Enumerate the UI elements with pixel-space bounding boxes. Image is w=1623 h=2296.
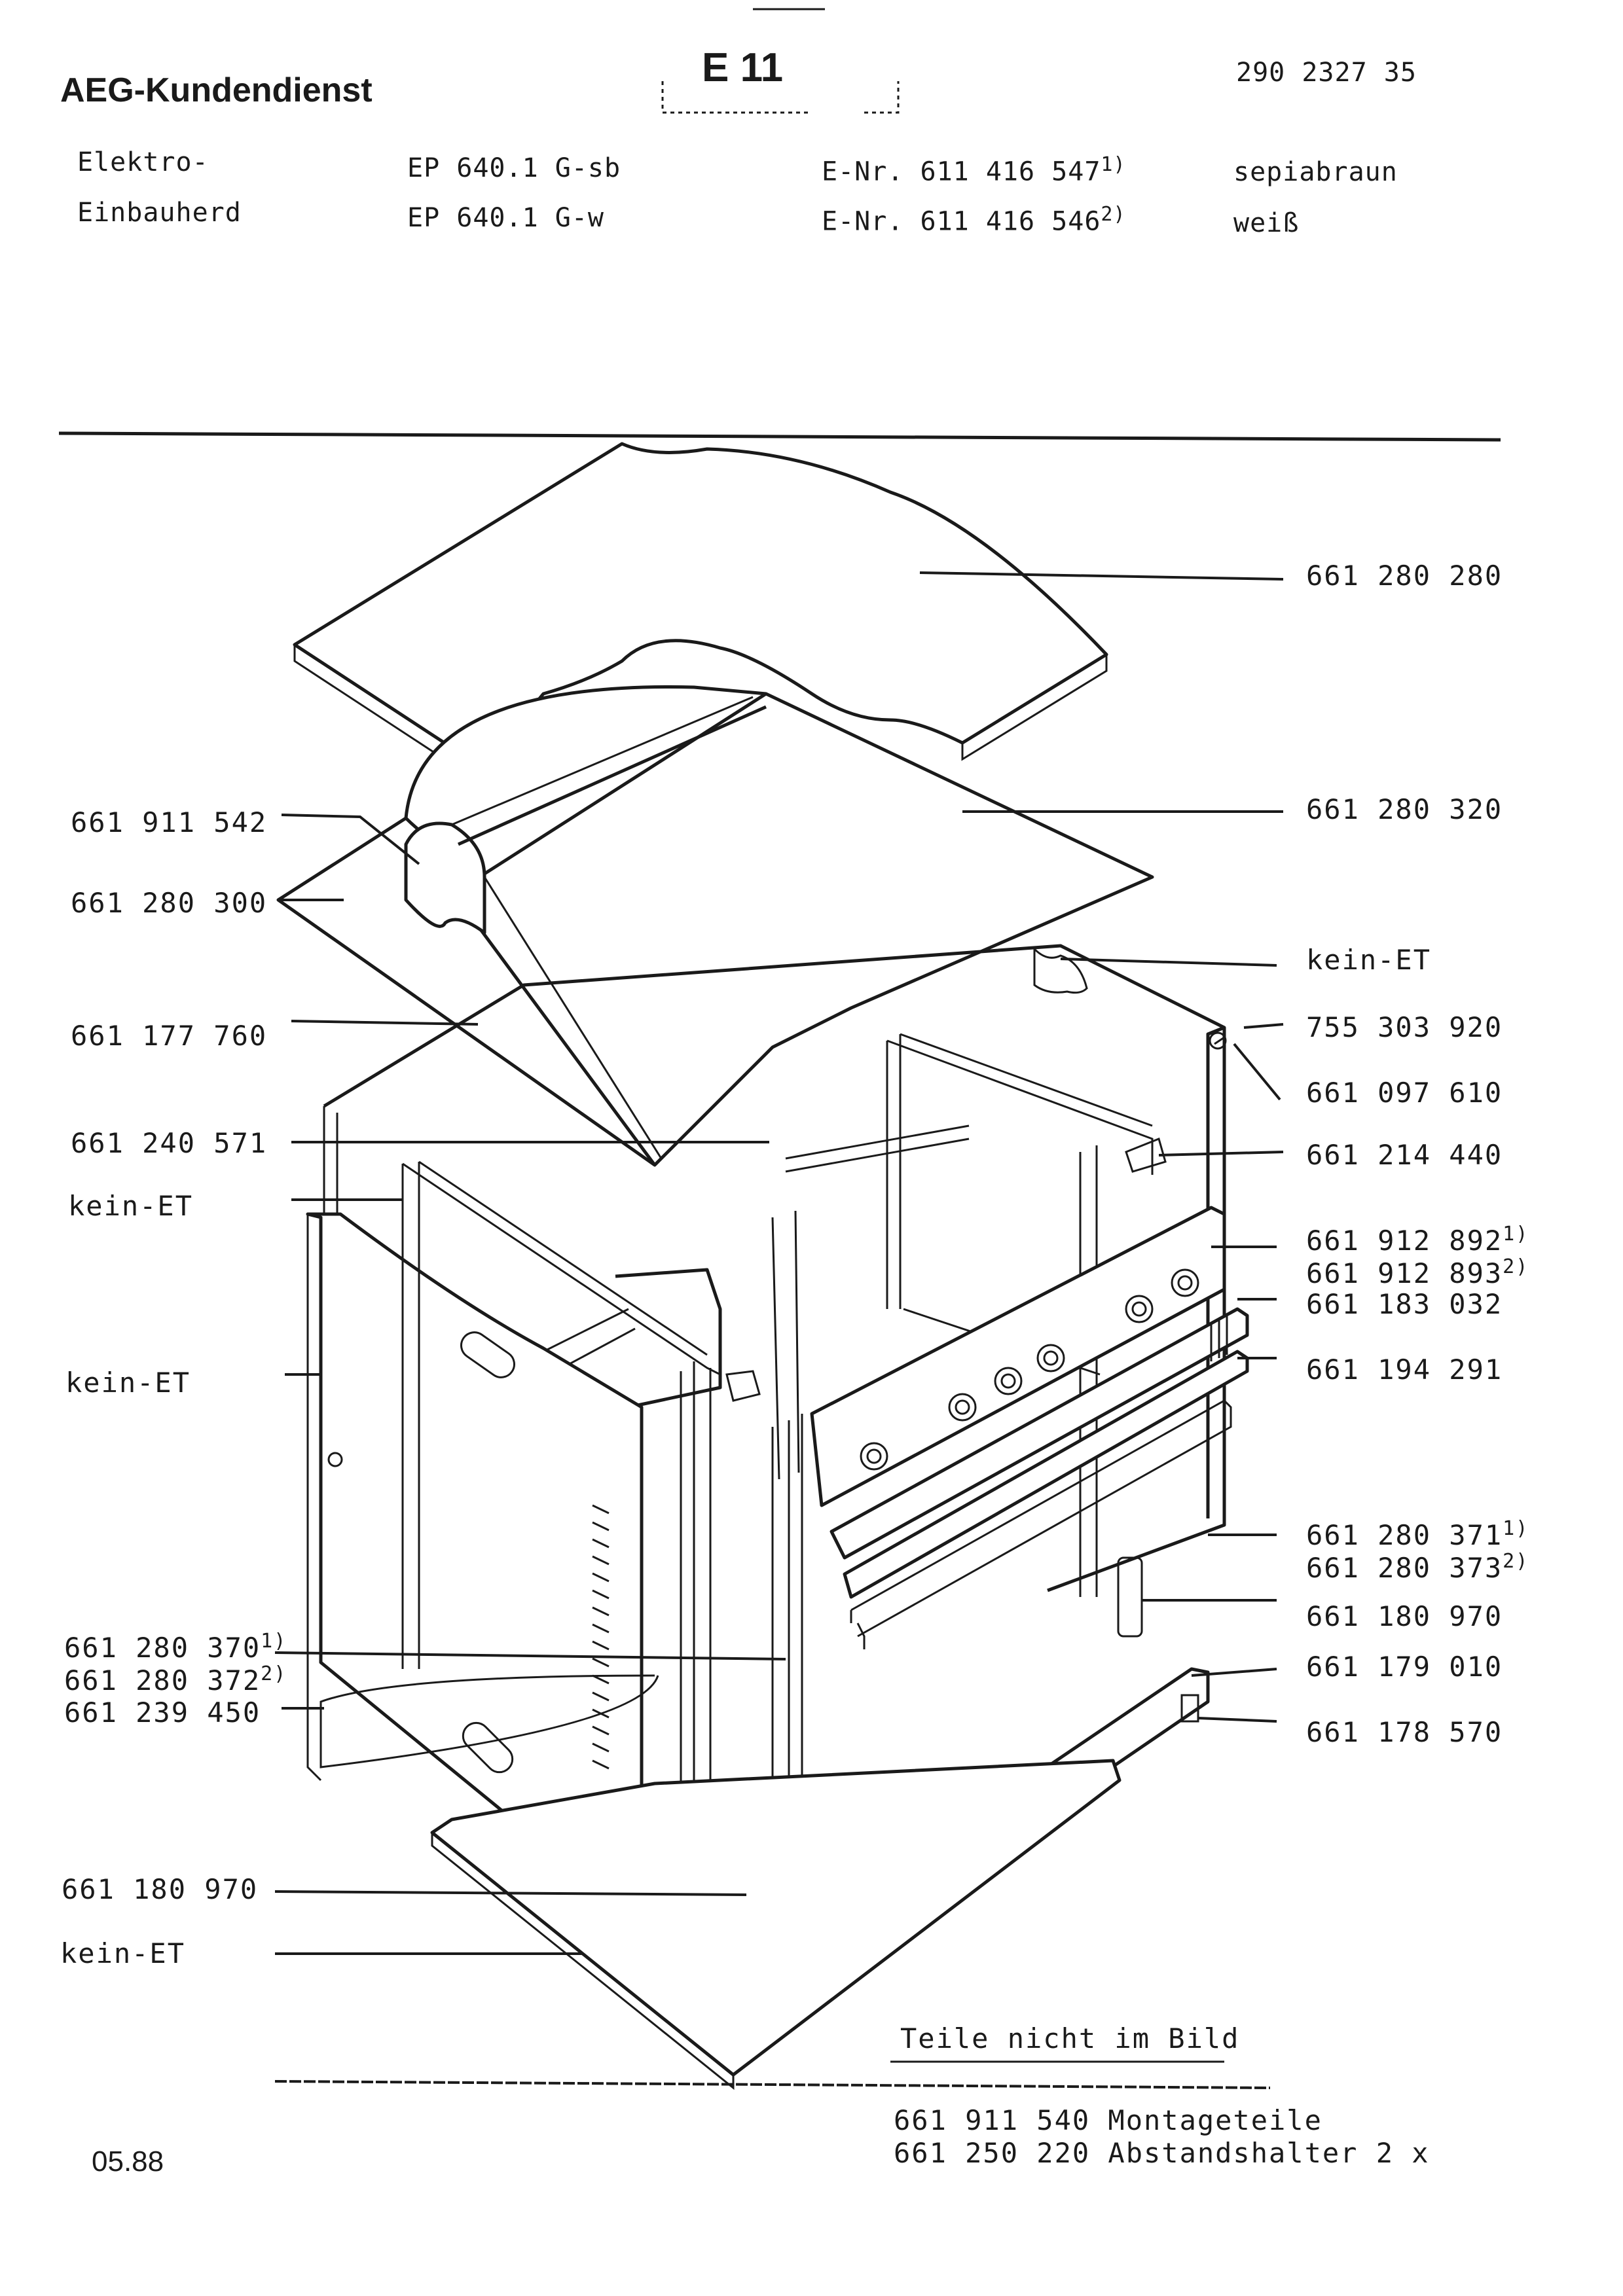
callout-right-label: 661 194 291 xyxy=(1306,1354,1503,1386)
callout-right-label: 661 179 010 xyxy=(1306,1651,1503,1683)
callout-left-label: 661 911 542 xyxy=(71,806,268,838)
vent-slot xyxy=(592,1759,610,1770)
control-knob-center xyxy=(955,1399,970,1415)
enr-2: E-Nr. 611 416 5462) xyxy=(822,203,1126,237)
callout-right-label: 661 180 970 xyxy=(1306,1600,1503,1632)
vent-slot xyxy=(592,1504,610,1515)
vent-slot xyxy=(592,1742,610,1753)
section-code: E 11 xyxy=(702,45,784,90)
callout-right-label: 755 303 920 xyxy=(1306,1011,1503,1043)
vent-slot xyxy=(592,1657,610,1668)
callout-left-label: 661 240 571 xyxy=(71,1127,268,1159)
callout-left-label: 661 280 300 xyxy=(71,887,268,919)
not-pictured-item: 661 250 220 Abstandshalter 2 x xyxy=(894,2137,1430,2169)
control-knob-center xyxy=(1000,1373,1016,1389)
callout-right-label: 661 912 8921) xyxy=(1306,1223,1529,1257)
vent-slot xyxy=(592,1640,610,1651)
callout-right-label: 661 912 8932) xyxy=(1306,1255,1529,1289)
model-1: EP 640.1 G-sb xyxy=(407,153,621,183)
vent-slot xyxy=(592,1725,610,1736)
callout-left-label: 661 180 970 xyxy=(62,1873,259,1905)
callout-right-label: 661 178 570 xyxy=(1306,1716,1503,1748)
callout-left-label: 661 280 3722) xyxy=(64,1662,287,1696)
vent-slot xyxy=(592,1691,610,1702)
vent-slot xyxy=(592,1538,610,1549)
control-knob-icon xyxy=(994,1367,1023,1395)
control-knob-icon xyxy=(948,1393,977,1422)
callout-left-label: kein-ET xyxy=(65,1367,191,1399)
control-knob-center xyxy=(1177,1275,1193,1291)
callout-left-label: 661 239 450 xyxy=(64,1696,261,1729)
control-knob-icon xyxy=(1171,1268,1199,1297)
callout-left-label: kein-ET xyxy=(68,1190,194,1222)
enr-1: E-Nr. 611 416 5471) xyxy=(822,153,1126,187)
vent-slot xyxy=(592,1572,610,1583)
color-1: sepiabraun xyxy=(1233,157,1398,187)
print-date: 05.88 xyxy=(92,2145,164,2178)
callout-right-label: 661 280 3732) xyxy=(1306,1550,1529,1584)
control-knob-center xyxy=(1131,1301,1147,1317)
vent-slot xyxy=(592,1521,610,1532)
control-knob-icon xyxy=(1125,1295,1154,1323)
callout-left-label: 661 177 760 xyxy=(71,1020,268,1052)
callout-right-label: 661 183 032 xyxy=(1306,1288,1503,1320)
control-knob-icon xyxy=(860,1442,888,1471)
brand-title: AEG-Kundendienst xyxy=(60,71,373,109)
control-knob-center xyxy=(1043,1350,1059,1366)
vent-slot xyxy=(592,1555,610,1566)
vent-slot xyxy=(592,1589,610,1600)
vent-slot xyxy=(592,1623,610,1634)
vent-slot xyxy=(592,1606,610,1617)
callout-right-label: 661 280 280 xyxy=(1306,560,1503,592)
callout-left-label: kein-ET xyxy=(60,1937,186,1969)
callout-right-label: 661 097 610 xyxy=(1306,1077,1503,1109)
callout-right-label: 661 280 3711) xyxy=(1306,1517,1529,1551)
callout-right-label: 661 280 320 xyxy=(1306,793,1503,825)
callout-left-label: 661 280 3701) xyxy=(64,1630,287,1664)
callout-right-label: kein-ET xyxy=(1306,944,1432,976)
model-2: EP 640.1 G-w xyxy=(407,203,604,233)
not-pictured-heading: Teile nicht im Bild xyxy=(900,2022,1240,2054)
product-type-line1: Elektro- xyxy=(77,147,209,177)
control-knob-center xyxy=(866,1448,882,1464)
doc-number: 290 2327 35 xyxy=(1236,58,1417,88)
control-knob-icon xyxy=(1036,1344,1065,1372)
color-2: weiß xyxy=(1233,208,1300,238)
product-type-line2: Einbauherd xyxy=(77,198,242,228)
callout-right-label: 661 214 440 xyxy=(1306,1139,1503,1171)
not-pictured-item: 661 911 540 Montageteile xyxy=(894,2104,1322,2136)
